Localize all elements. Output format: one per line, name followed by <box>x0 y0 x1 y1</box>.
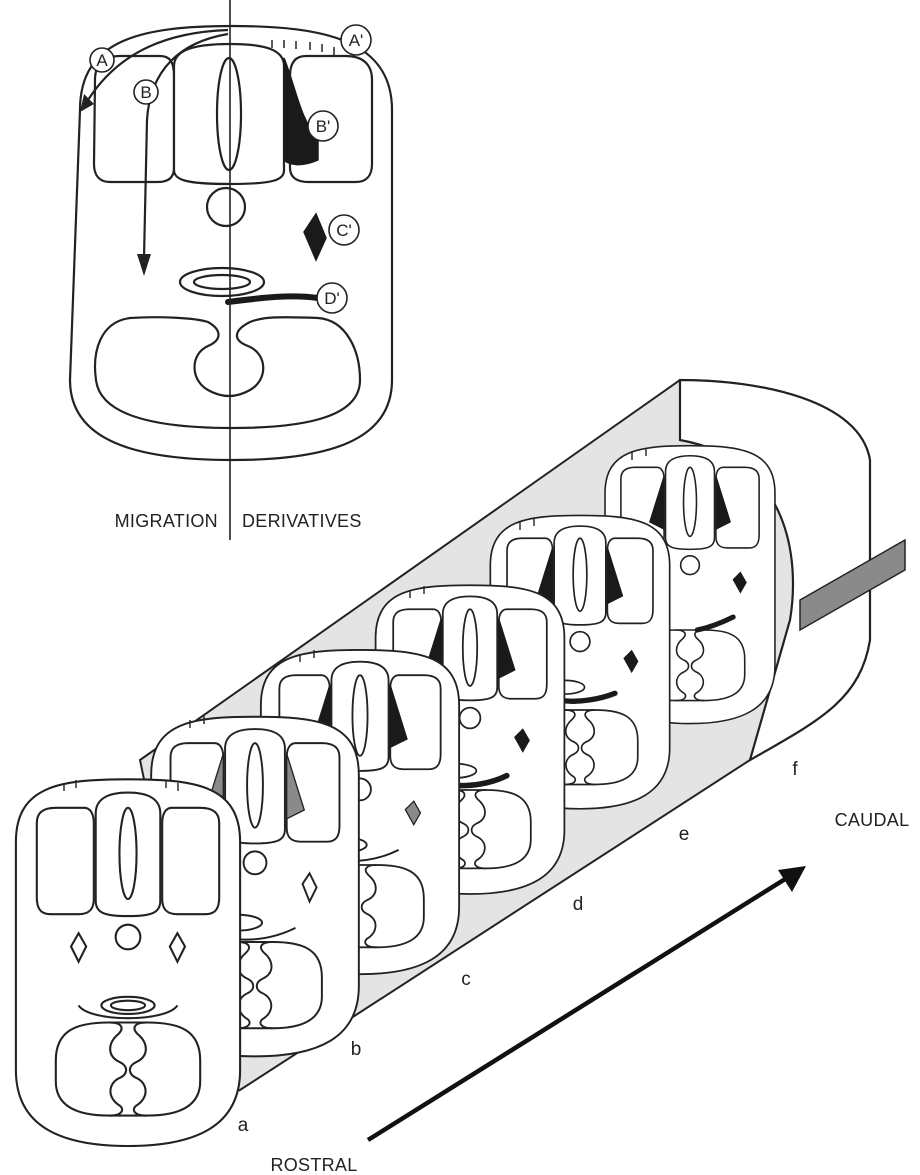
section-a <box>16 779 240 1146</box>
series-diagram: a b c d e f ROSTRAL CAUDAL <box>16 380 910 1175</box>
marker-d-prime: D' <box>324 289 340 308</box>
top-cross-section: A B A' B' C' D' MIGRATION DERIVATIVES <box>70 0 392 540</box>
left-somite <box>94 56 174 182</box>
marker-b: B <box>140 83 151 102</box>
section-label-d: d <box>573 894 584 915</box>
section-label-a: a <box>238 1115 249 1136</box>
section-label-f: f <box>792 759 798 780</box>
marker-a-prime: A' <box>349 31 364 50</box>
section-label-c: c <box>461 969 471 990</box>
neural-canal <box>217 58 241 170</box>
notochord <box>207 188 245 226</box>
migration-caption: MIGRATION <box>115 511 218 531</box>
rostral-label: ROSTRAL <box>270 1155 357 1175</box>
marker-c-prime: C' <box>336 221 352 240</box>
section-label-e: e <box>679 824 690 845</box>
aorta-ring-inner <box>194 275 250 289</box>
section-label-b: b <box>351 1039 362 1060</box>
caudal-label: CAUDAL <box>835 810 910 830</box>
derivatives-caption: DERIVATIVES <box>242 511 362 531</box>
marker-a: A <box>96 51 108 70</box>
marker-b-prime: B' <box>316 117 331 136</box>
